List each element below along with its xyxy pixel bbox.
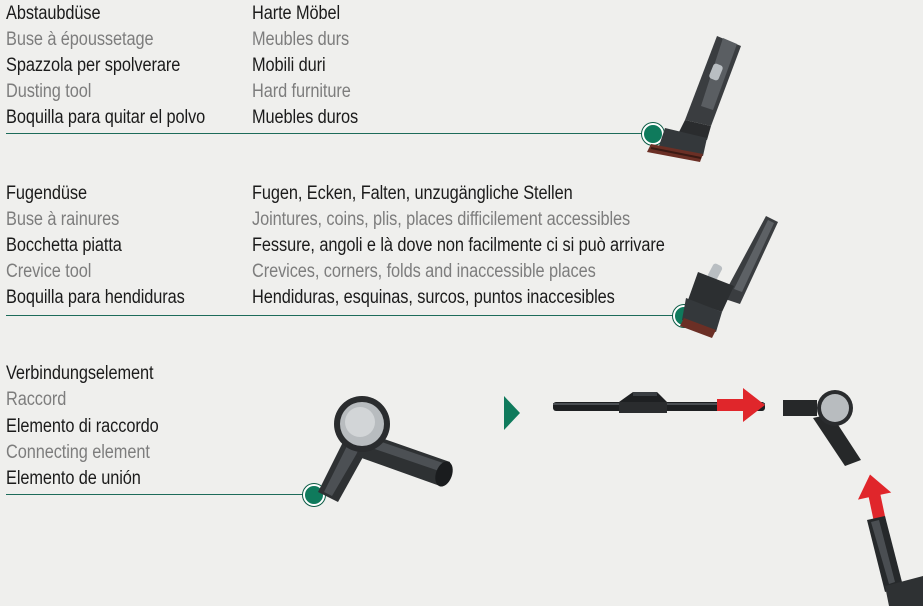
dusting-tool-use-en: Hard furniture — [252, 81, 351, 102]
crevice-tool-use-en: Crevices, corners, folds and inaccessibl… — [252, 261, 596, 282]
green-play-arrow-icon — [504, 396, 520, 430]
crevice-tool-use-es: Hendiduras, esquinas, surcos, puntos ina… — [252, 287, 615, 308]
dusting-tool-name-de: Abstaubdüse — [6, 3, 101, 24]
connector-small-image — [783, 390, 861, 466]
crevice-tool-use-de: Fugen, Ecken, Falten, unzugängliche Stel… — [252, 183, 573, 204]
connecting-element-row-es: Elemento de unión — [6, 466, 706, 492]
dusting-tool-row-es: Boquilla para quitar el polvo Muebles du… — [6, 105, 706, 131]
crevice-tool-row-en: Crevice tool Crevices, corners, folds an… — [6, 259, 706, 285]
connecting-element-name-de: Verbindungselement — [6, 363, 154, 384]
crevice-tool-leader-line — [6, 315, 676, 316]
crevice-tool-row-de: Fugendüse Fugen, Ecken, Falten, unzugäng… — [6, 181, 706, 207]
dusting-tool-name-en: Dusting tool — [6, 81, 92, 102]
connecting-element-row-it: Elemento di raccordo — [6, 414, 706, 440]
crevice-tool-row-es: Boquilla para hendiduras Hendiduras, esq… — [6, 285, 706, 311]
connecting-element-row-en: Connecting element — [6, 440, 706, 466]
crevice-tool-name-de: Fugendüse — [6, 183, 88, 204]
crevice-tool-name-fr: Buse à rainures — [6, 209, 120, 230]
crevice-tool-small-image — [867, 516, 923, 606]
dusting-tool-name-it: Spazzola per spolverare — [6, 55, 181, 76]
connecting-element-row-fr: Raccord — [6, 387, 706, 413]
connecting-element-leader-line — [6, 494, 306, 495]
dusting-tool-use-it: Mobili duri — [252, 55, 326, 76]
dusting-tool-use-es: Muebles duros — [252, 107, 359, 128]
vacuum-tube-image — [553, 392, 765, 413]
dusting-tool-name-fr: Buse à époussetage — [6, 29, 154, 50]
dusting-tool-row-fr: Buse à époussetage Meubles durs — [6, 27, 706, 53]
connecting-element-row-de: Verbindungselement — [6, 361, 706, 387]
connector-image — [318, 396, 453, 502]
dusting-tool-image — [647, 36, 741, 162]
dusting-tool-name-es: Boquilla para quitar el polvo — [6, 107, 206, 128]
connecting-element-name-it: Elemento di raccordo — [6, 416, 159, 437]
connecting-element-name-fr: Raccord — [6, 389, 67, 410]
connecting-element-name-es: Elemento de unión — [6, 468, 141, 489]
crevice-tool-name-it: Bocchetta piatta — [6, 235, 122, 256]
dusting-tool-row-en: Dusting tool Hard furniture — [6, 79, 706, 105]
crevice-tool-row-fr: Buse à rainures Jointures, coins, plis, … — [6, 207, 706, 233]
red-arrow-up-icon — [857, 474, 892, 523]
crevice-tool-use-fr: Jointures, coins, plis, places difficile… — [252, 209, 631, 230]
dusting-tool-row-it: Spazzola per spolverare Mobili duri — [6, 53, 706, 79]
dusting-tool-row-de: Abstaubdüse Harte Möbel — [6, 1, 706, 27]
dusting-tool-leader-line — [6, 133, 646, 134]
crevice-tool-image — [680, 216, 778, 338]
crevice-tool-use-it: Fessure, angoli e là dove non facilmente… — [252, 235, 665, 256]
crevice-tool-name-en: Crevice tool — [6, 261, 92, 282]
dusting-tool-use-fr: Meubles durs — [252, 29, 350, 50]
crevice-tool-row-it: Bocchetta piatta Fessure, angoli e là do… — [6, 233, 706, 259]
crevice-tool-name-es: Boquilla para hendiduras — [6, 287, 185, 308]
dusting-tool-use-de: Harte Möbel — [252, 3, 341, 24]
connecting-element-name-en: Connecting element — [6, 442, 150, 463]
red-arrow-icon — [717, 388, 765, 422]
